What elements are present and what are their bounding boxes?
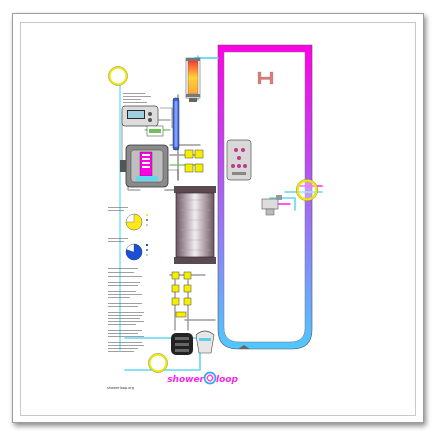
brand-text-shower: shower — [167, 375, 204, 385]
filter-column — [174, 186, 216, 264]
shower-control-panel — [226, 139, 252, 181]
sensor-module — [146, 125, 164, 137]
pie-chart-savings — [125, 243, 143, 261]
connector-top-left — [108, 66, 128, 86]
brand-loop-icon — [203, 371, 217, 385]
controller-box — [121, 105, 159, 127]
annotation-lines — [108, 93, 151, 352]
pie-chart-usage — [125, 213, 143, 231]
tank-h-emblem: H — [257, 71, 274, 85]
valve-group-upper — [184, 149, 204, 173]
footer-url: showerloop.org — [107, 386, 134, 390]
connector-bottom-left — [148, 353, 168, 373]
pump-block — [120, 144, 169, 188]
brand-text-loop: loop — [216, 375, 238, 385]
pie-legend-dots — [146, 214, 148, 256]
uv-tube — [172, 97, 180, 151]
water-tank — [217, 44, 313, 350]
showerloop-logo: shower loop — [167, 371, 238, 385]
drain-outlet — [238, 345, 250, 349]
prefilter-light — [195, 330, 215, 354]
valve-group-lower — [171, 271, 192, 318]
prefilter-dark — [171, 333, 193, 355]
shower-mixer — [261, 195, 282, 216]
connector-tank-right — [296, 178, 319, 201]
heater-unit — [185, 57, 201, 102]
